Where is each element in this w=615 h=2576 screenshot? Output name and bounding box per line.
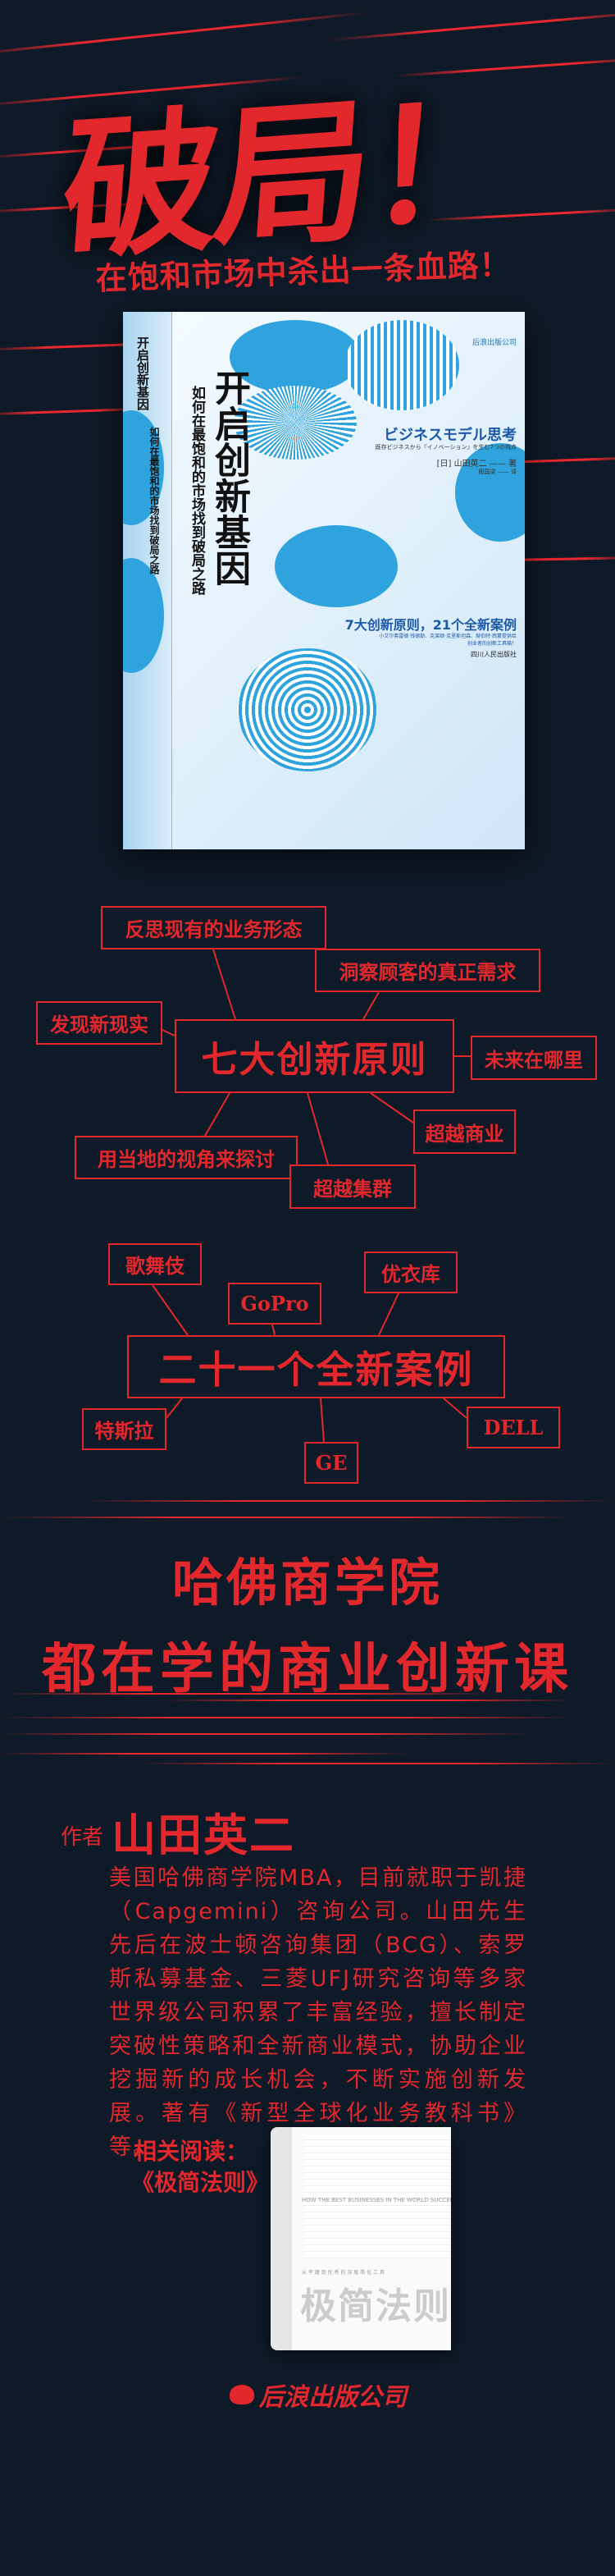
case-box: 优衣库 bbox=[364, 1251, 458, 1293]
related-book-cover-image: HOW THE BEST BUSINESSES IN THE WORLD SUC… bbox=[271, 2127, 451, 2350]
cases-center: 二十一个全新案例 bbox=[127, 1335, 505, 1398]
book-jp-title: ビジネスモデル思考 bbox=[384, 427, 517, 444]
author-label: 作者 bbox=[61, 1825, 104, 1850]
book-blurb: 小艾尔弗雷德·钱德勒、克莱顿·克里斯坦森、赫伯特·西蒙提供给创业者的创新工具箱！ bbox=[379, 634, 517, 647]
principle-box: 洞察顾客的真正需求 bbox=[315, 949, 540, 992]
author-name: 山田英二 bbox=[112, 1810, 295, 1861]
case-box: 歌舞伎 bbox=[108, 1243, 202, 1285]
book-publisher: 四川人民出版社 bbox=[471, 651, 517, 658]
author-bio: 美国哈佛商学院MBA，目前就职于凯捷（Capgemini）咨询公司。山田先生先后… bbox=[109, 1865, 527, 2160]
book-translator: 殷国梁 —— 译 bbox=[478, 469, 517, 475]
publisher-logo: 后浪出版公司 bbox=[230, 2377, 407, 2413]
book-cover-image: 开启创新基因 如何在最饱和的市场找到破局之路 开启创新基因 如何在最饱和的市场找… bbox=[123, 312, 525, 849]
principle-box: 用当地的视角来探讨 bbox=[75, 1136, 298, 1179]
related-book-tag: 从 平 庸 到 优 秀 的 深 度 简 化 工 具 bbox=[302, 2270, 385, 2276]
related-book-en: HOW THE BEST BUSINESSES IN THE WORLD SUC… bbox=[302, 2197, 451, 2203]
case-box: 特斯拉 bbox=[82, 1408, 166, 1450]
principle-box: 超越集群 bbox=[289, 1164, 416, 1209]
principle-box: 反思现有的业务形态 bbox=[101, 906, 326, 949]
related-label: 相关阅读： bbox=[134, 2138, 249, 2165]
book-front: 开启创新基因 如何在最饱和的市场找到破局之路 后浪出版公司 ビジネスモデル思考 … bbox=[172, 312, 525, 849]
principle-box: 未来在哪里 bbox=[471, 1036, 597, 1080]
spine-subtitle: 如何在最饱和的市场找到破局之路 bbox=[148, 427, 160, 574]
harvard-line-1: 哈佛商学院 bbox=[171, 1553, 443, 1613]
spine-title: 开启创新基因 bbox=[135, 336, 150, 410]
principle-box: 超越商业 bbox=[413, 1110, 516, 1154]
connector-lines bbox=[152, 949, 471, 1443]
principles-center: 七大创新原则 bbox=[175, 1019, 454, 1093]
case-box: DELL bbox=[467, 1407, 560, 1448]
book-subtitle: 如何在最饱和的市场找到破局之路 bbox=[189, 386, 205, 595]
wave-logo-icon bbox=[230, 2385, 254, 2404]
cover-imprint: 后浪出版公司 bbox=[472, 339, 517, 347]
book-jp-subtitle: 既存ビジネスから『イノベーション』を生む7つの視点 bbox=[375, 444, 517, 451]
book-spine: 开启创新基因 如何在最饱和的市场找到破局之路 bbox=[123, 312, 172, 849]
case-box: GE bbox=[304, 1442, 358, 1484]
book-title: 开启创新基因 bbox=[208, 369, 250, 586]
principle-box: 发现新现实 bbox=[36, 1001, 162, 1045]
publisher-name: 后浪出版公司 bbox=[259, 2383, 407, 2412]
book-tagline: 7大创新原则，21个全新案例 bbox=[344, 617, 517, 633]
harvard-line-2: 都在学的商业创新课 bbox=[42, 1637, 573, 1700]
case-box: GoPro bbox=[228, 1283, 321, 1325]
book-author: [日] 山田英二 —— 著 bbox=[436, 460, 517, 469]
related-title: 《极简法则》 bbox=[131, 2169, 270, 2196]
related-book-title: 极简法则 bbox=[300, 2285, 451, 2327]
